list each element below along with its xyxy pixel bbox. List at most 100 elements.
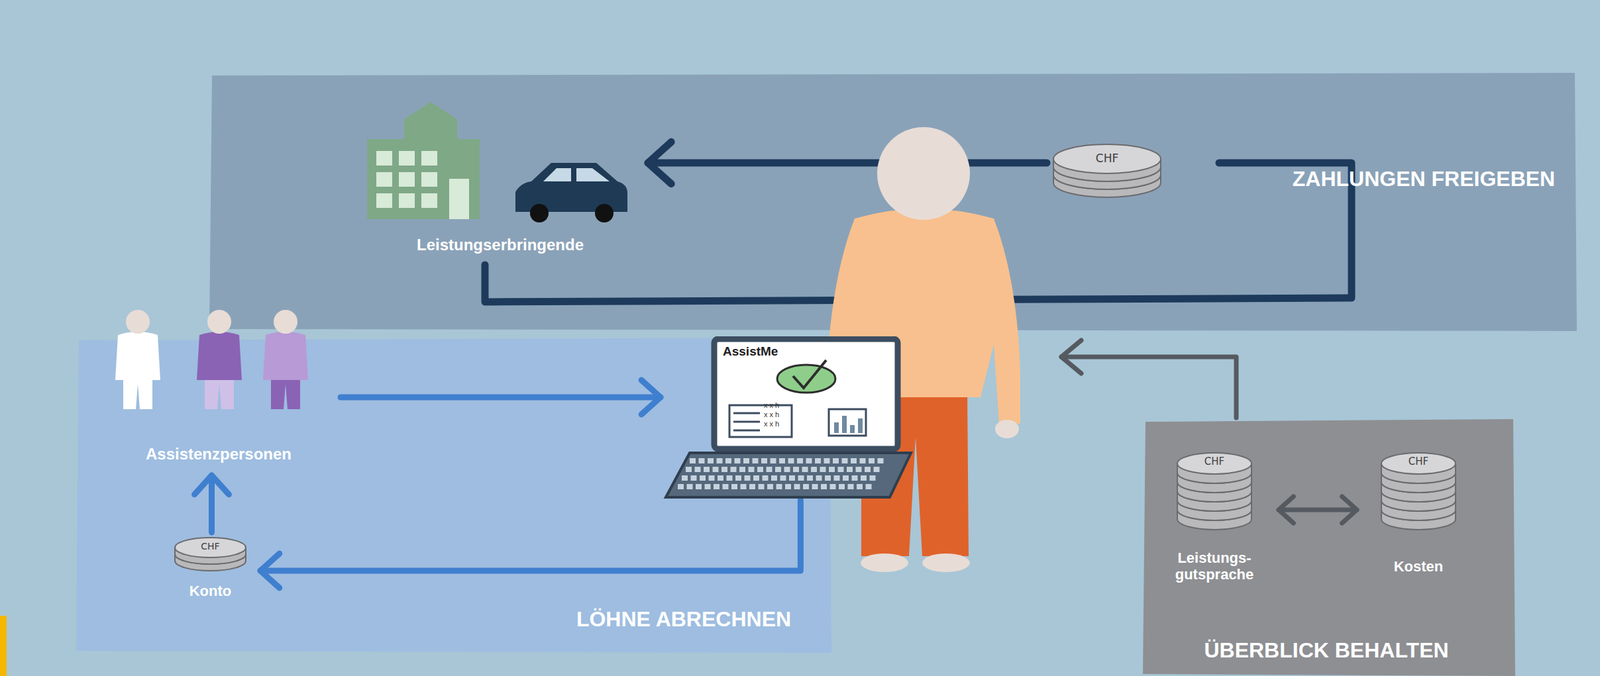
- key: [703, 467, 710, 473]
- key: [850, 458, 857, 464]
- figure-head: [207, 310, 232, 334]
- coin-text: CHF: [165, 541, 256, 552]
- key: [812, 484, 819, 490]
- key: [770, 458, 777, 464]
- node-label: Leistungs- gutsprache: [1164, 549, 1265, 584]
- key: [713, 484, 720, 490]
- key: [743, 458, 750, 464]
- key: [864, 467, 871, 473]
- key: [735, 475, 742, 481]
- key: [789, 475, 796, 481]
- key: [842, 475, 849, 481]
- arrow-line: [340, 394, 661, 401]
- chart-bar: [857, 418, 863, 434]
- figure-head: [125, 310, 150, 334]
- key: [677, 484, 684, 490]
- arrow-line: [1278, 508, 1357, 513]
- key: [873, 467, 880, 473]
- coin-text: CHF: [1050, 152, 1164, 166]
- key: [752, 458, 759, 464]
- key: [753, 475, 760, 481]
- check-badge: [777, 365, 836, 393]
- coin-node: CHF Kosten: [1362, 450, 1478, 603]
- chart-bar: [834, 422, 839, 434]
- arrow-head: [1278, 496, 1294, 524]
- key: [877, 458, 884, 464]
- group-band: ÜBERBLICK BEHALTENCHFLeistungs- gutsprac…: [1142, 418, 1516, 676]
- laptop-node: AssistMe: [663, 336, 913, 501]
- key: [707, 458, 714, 464]
- key: [708, 475, 715, 481]
- key: [838, 467, 845, 473]
- band-shape: [209, 72, 1577, 332]
- key: [828, 467, 835, 473]
- screen-panel: [729, 405, 792, 438]
- key: [717, 475, 724, 481]
- key: [802, 467, 809, 473]
- chart-bar: [850, 425, 855, 434]
- key: [716, 458, 723, 464]
- key: [779, 458, 786, 464]
- assistant-figures: [99, 306, 338, 419]
- key: [681, 475, 688, 481]
- flow-arrow: [340, 380, 661, 415]
- key: [806, 475, 813, 481]
- key: [695, 484, 702, 490]
- key: [730, 467, 737, 473]
- wheel: [594, 204, 614, 223]
- key: [802, 484, 809, 490]
- key: [814, 458, 821, 464]
- key: [775, 467, 782, 473]
- key: [761, 458, 768, 464]
- key: [694, 467, 701, 473]
- key: [830, 484, 837, 490]
- key: [868, 458, 875, 464]
- check-mark: [793, 360, 827, 389]
- key: [852, 475, 858, 481]
- screen-line: [733, 421, 760, 424]
- screen-line: [733, 429, 760, 432]
- window: [421, 172, 438, 187]
- window: [398, 172, 415, 187]
- key: [721, 467, 728, 473]
- key: [771, 475, 778, 481]
- window: [421, 151, 438, 166]
- node-label: Leistungserbringende: [357, 235, 643, 255]
- band-shape: [1142, 419, 1516, 676]
- key: [687, 484, 694, 490]
- laptop-screen: [714, 339, 898, 450]
- key: [859, 458, 866, 464]
- arrow-head: [1342, 496, 1357, 524]
- flow-arrow: [647, 141, 1047, 184]
- key: [704, 484, 711, 490]
- coin-node: CHFKonto: [165, 535, 258, 610]
- arrow-line: [260, 500, 801, 572]
- key: [757, 467, 764, 473]
- key: [685, 467, 692, 473]
- key: [785, 484, 792, 490]
- arrow-line: [208, 475, 215, 533]
- coin-text: CHF: [1362, 456, 1475, 468]
- key: [797, 458, 803, 464]
- key: [762, 475, 769, 481]
- screen-line: [733, 412, 760, 415]
- key: [856, 484, 863, 490]
- key: [758, 484, 765, 490]
- door: [449, 178, 470, 220]
- key: [848, 484, 854, 490]
- wheel: [530, 204, 549, 223]
- car-body: [515, 162, 628, 213]
- laptop-icon: [663, 336, 913, 501]
- key: [820, 467, 827, 473]
- corner-marker: [0, 616, 7, 676]
- node-label: Kosten: [1362, 558, 1475, 576]
- group-heading: ZAHLUNGEN FREIGEBEN: [1264, 166, 1583, 192]
- screen-text: x x h: [763, 401, 780, 410]
- key: [780, 475, 787, 481]
- overview-arrow: [1061, 340, 1237, 419]
- key: [712, 467, 719, 473]
- key: [744, 475, 751, 481]
- node-label: AssistMe: [722, 344, 778, 360]
- key: [748, 467, 755, 473]
- chart-bar: [842, 416, 847, 434]
